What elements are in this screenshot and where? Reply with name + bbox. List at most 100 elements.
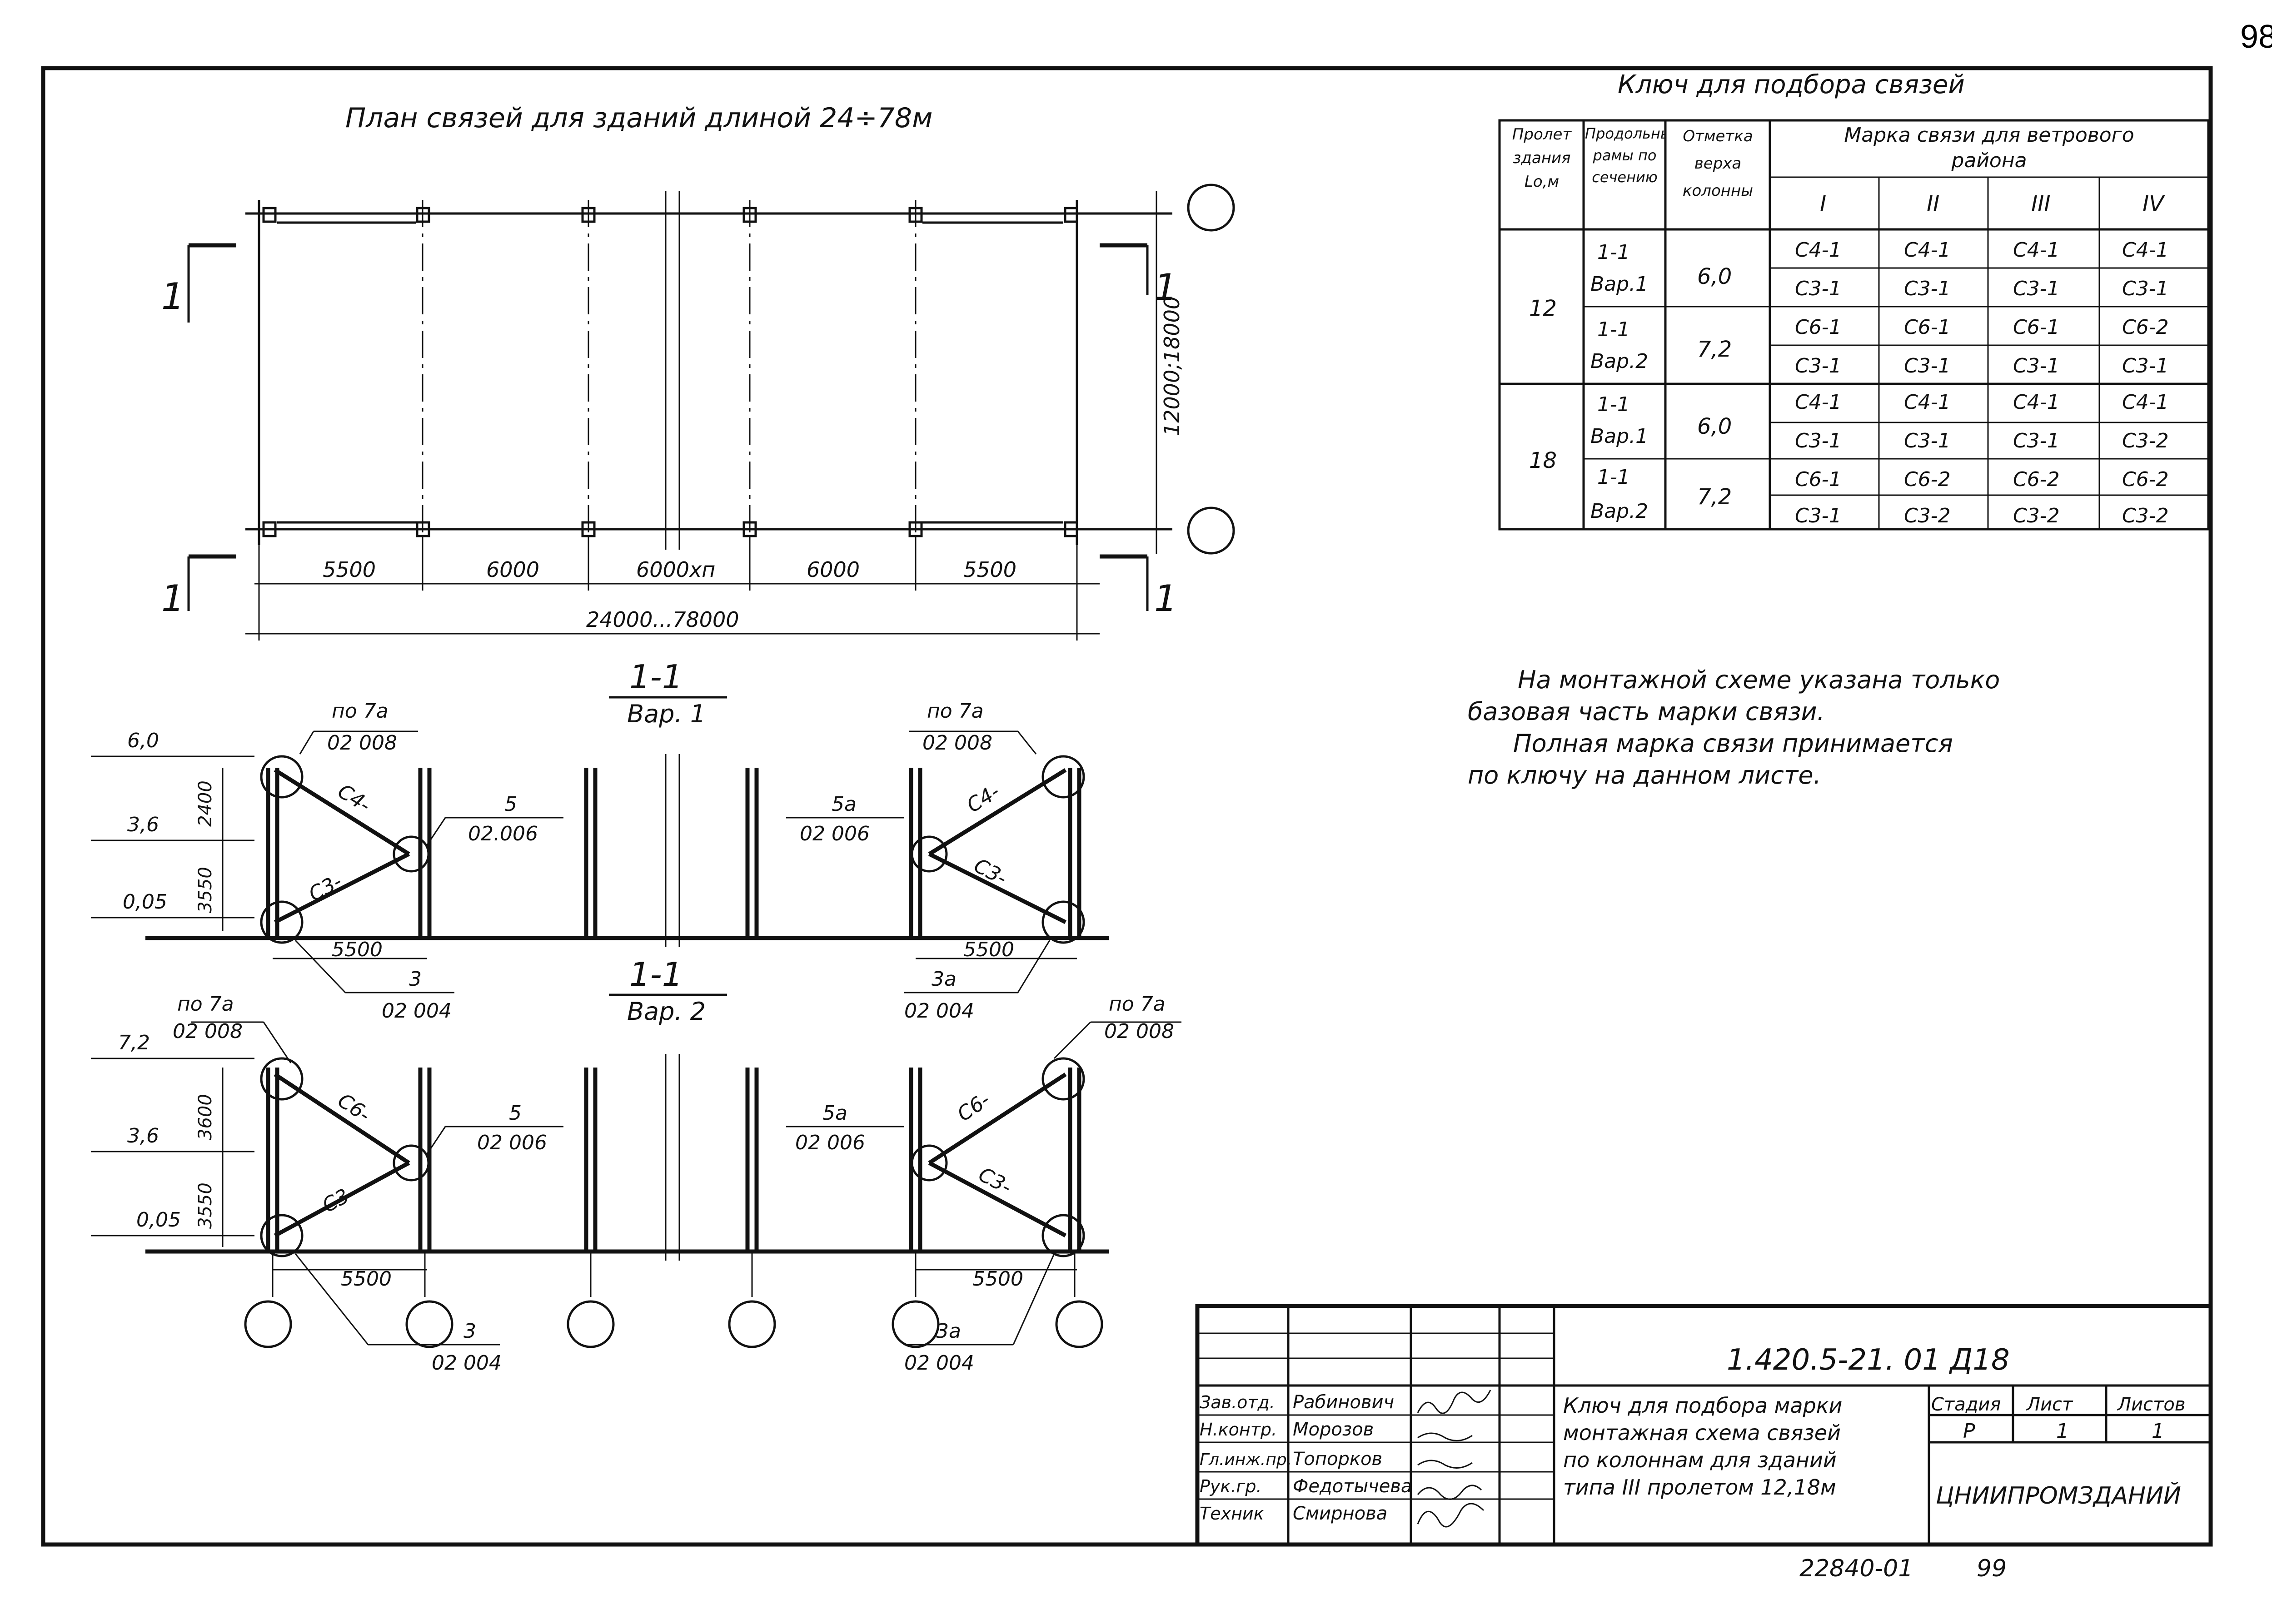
desc-line-1: Ключ для подбора марки <box>1563 1393 1842 1418</box>
mark-r3: 7,2 <box>1697 337 1732 362</box>
cell-r8-2: С3-2 <box>1904 504 1951 527</box>
frame-var2 <box>91 1021 1181 1348</box>
header-frames: Продольные рамы по сечению <box>1585 125 1664 186</box>
role-3: Гл.инж.пр. <box>1200 1450 1292 1469</box>
s2-tie-bottom: С3- <box>319 1181 359 1217</box>
cell-r6-4: С3-2 <box>2122 429 2169 452</box>
span-12: 12 <box>1529 296 1557 321</box>
region-3: III <box>2031 191 2050 217</box>
s1-callout-rt-1: по 7а <box>927 700 984 723</box>
signatures <box>1417 1390 1491 1528</box>
frame-r7: 1-1 <box>1597 466 1630 489</box>
plan-overall-dim: 24000...78000 <box>586 607 739 632</box>
mark-r1: 6,0 <box>1697 264 1732 289</box>
frame-r3: 1-1 <box>1597 318 1630 341</box>
region-2: II <box>1927 191 1939 217</box>
s2-level-2: 3,6 <box>127 1124 159 1147</box>
cell-r4-4: С3-1 <box>2122 354 2169 377</box>
role-5: Техник <box>1200 1504 1264 1524</box>
section1-title: 1-1 <box>629 658 683 696</box>
var-r3: Вар.2 <box>1590 350 1648 373</box>
s2-level-3: 0,05 <box>136 1208 181 1232</box>
cell-r5-2: С4-1 <box>1904 391 1951 414</box>
cell-r1-2: С4-1 <box>1904 238 1951 262</box>
section1-var: Вар. 1 <box>627 700 706 728</box>
s2-height-2: 3550 <box>195 1182 216 1229</box>
cell-r4-3: С3-1 <box>2013 354 2060 377</box>
cell-r2-1: С3-1 <box>1795 277 1842 300</box>
stage-value: Р <box>1963 1420 1975 1443</box>
s1-tie-bottom: С3- <box>305 870 346 906</box>
s2-tie-top-right: С6- <box>953 1088 994 1126</box>
s2-callout-lt-1: по 7а <box>177 993 234 1016</box>
section2-title: 1-1 <box>629 955 683 993</box>
plan-dim-5: 5500 <box>963 557 1016 582</box>
note-line-4: по ключу на данном листе. <box>1468 761 1821 790</box>
s2-callout-lt-2: 02 008 <box>173 1020 243 1043</box>
cell-r8-1: С3-1 <box>1795 504 1842 527</box>
cell-r6-3: С3-1 <box>2013 429 2060 452</box>
s1-height-2: 3550 <box>195 867 216 913</box>
cell-r3-2: С6-1 <box>1904 316 1951 339</box>
s2-callout-mr-2: 02 006 <box>795 1131 865 1154</box>
s1-callout-bl-1: 3 <box>409 968 422 991</box>
header-tie: Марка связи для ветрового района <box>1844 124 2134 172</box>
desc-line-4: типа III пролетом 12,18м <box>1563 1475 1836 1500</box>
s1-dim-left: 5500 <box>332 938 383 961</box>
plan-dim-4: 6000 <box>807 557 860 582</box>
page-number: 98 <box>2240 19 2272 55</box>
sheet-value: 1 <box>2056 1420 2069 1443</box>
desc-line-2: монтажная схема связей <box>1563 1420 1841 1445</box>
key-table <box>1498 119 2210 531</box>
bottom-page: 99 <box>1977 1555 2007 1582</box>
s2-callout-bl-1: 3 <box>463 1320 476 1343</box>
s2-callout-rt-2: 02 008 <box>1104 1020 1174 1043</box>
cell-r2-3: С3-1 <box>2013 277 2060 300</box>
region-4: IV <box>2142 191 2165 217</box>
section2-var: Вар. 2 <box>627 997 706 1026</box>
section-mark-2: 1 <box>161 577 184 620</box>
cell-r7-3: С6-2 <box>2013 468 2060 491</box>
cell-r3-1: С6-1 <box>1795 316 1842 339</box>
plan-title: План связей для зданий длиной 24÷78м <box>345 102 932 134</box>
frame-r5: 1-1 <box>1597 393 1630 416</box>
cell-r2-4: С3-1 <box>2122 277 2169 300</box>
section-mark-4: 1 <box>1154 577 1177 620</box>
s1-callout-lt-1: по 7а <box>332 700 389 723</box>
role-4: Рук.гр. <box>1200 1476 1262 1496</box>
cell-r4-2: С3-1 <box>1904 354 1951 377</box>
s1-level-3: 0,05 <box>123 890 167 914</box>
sheet-frame <box>41 66 2213 1547</box>
note-line-1: На монтажной схеме указана только <box>1518 665 2000 694</box>
sheets-value: 1 <box>2152 1420 2164 1443</box>
key-table-title: Ключ для подбора связей <box>1618 70 1965 99</box>
mark-r7: 7,2 <box>1697 484 1732 510</box>
doc-code: 1.420.5-21. 01 Д18 <box>1727 1343 2010 1377</box>
s1-callout-lt-2: 02 008 <box>327 731 397 755</box>
header-mark: Отметка верха колонны <box>1682 127 1754 200</box>
name-5: Смирнова <box>1293 1503 1387 1524</box>
s1-height-1: 2400 <box>195 780 216 827</box>
desc-line-3: по колоннам для зданий <box>1563 1448 1837 1472</box>
plan-dim-1: 5500 <box>323 557 376 582</box>
var-r5: Вар.1 <box>1590 425 1648 448</box>
s2-dim-right: 5500 <box>972 1267 1023 1291</box>
cell-r6-1: С3-1 <box>1795 429 1842 452</box>
note-line-2: базовая часть марки связи. <box>1468 697 1825 726</box>
s1-callout-ml-2: 02.006 <box>468 822 538 845</box>
name-3: Топорков <box>1293 1449 1382 1470</box>
var-r1: Вар.1 <box>1590 273 1648 296</box>
name-1: Рабинович <box>1293 1392 1394 1413</box>
s2-callout-ml-1: 5 <box>509 1102 522 1125</box>
sheet-label: Лист <box>2026 1394 2073 1415</box>
s2-callout-ml-2: 02 006 <box>477 1131 547 1154</box>
cell-r4-1: С3-1 <box>1795 354 1842 377</box>
s2-tie-top: С6- <box>334 1089 374 1127</box>
cell-r6-2: С3-1 <box>1904 429 1951 452</box>
cell-r3-3: С6-1 <box>2013 316 2060 339</box>
s2-callout-rt-1: по 7а <box>1109 993 1166 1016</box>
region-1: I <box>1820 191 1826 217</box>
s1-callout-br-2: 02 004 <box>904 999 974 1023</box>
header-span: Пролет здания Lo,м <box>1512 125 1572 191</box>
